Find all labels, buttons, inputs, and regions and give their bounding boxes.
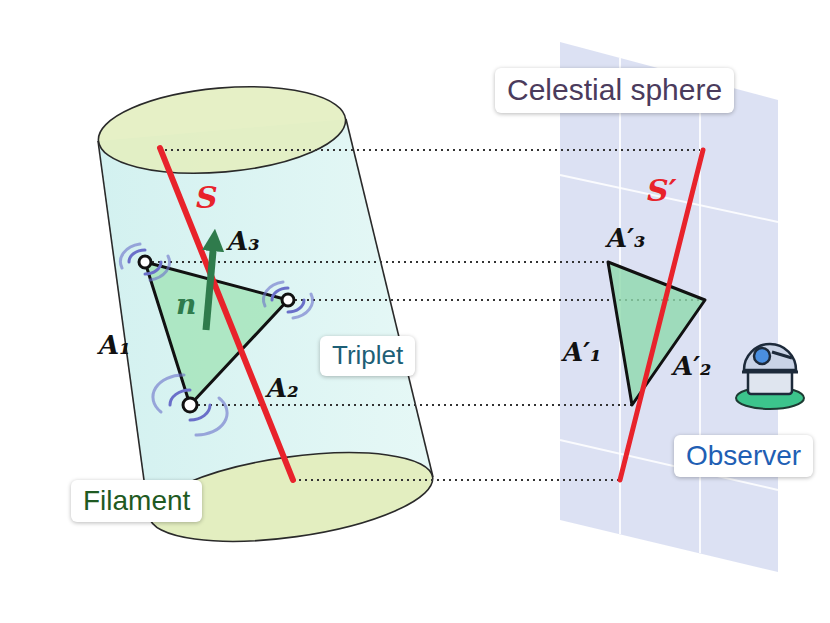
normal-vector <box>206 240 214 330</box>
plane-title-box: Celestial sphere <box>495 68 734 113</box>
side-label: A₃ <box>228 227 260 256</box>
normal-label: n <box>176 290 196 321</box>
spine-label: S′ <box>647 174 677 207</box>
node-text: Triplet <box>332 341 403 371</box>
filament-tag: Filament <box>71 480 202 522</box>
node-text: Celestial sphere <box>507 73 722 108</box>
side-label: A′₃ <box>607 224 645 253</box>
side-label: A′₁ <box>563 338 601 367</box>
spine-label: S <box>196 181 218 214</box>
observer-tag: Observer <box>674 435 813 477</box>
side-label: A₂ <box>267 374 299 403</box>
side-label: A₁ <box>99 331 131 360</box>
side-label: A′₂ <box>673 352 711 381</box>
node-text: Observer <box>686 440 801 472</box>
projected-spine <box>620 150 703 480</box>
triplet-tag: Triplet <box>320 336 415 376</box>
celestial-plane <box>560 42 778 572</box>
node-text: Filament <box>83 485 190 517</box>
telescope-icon <box>736 344 804 409</box>
filament-spine <box>160 148 293 480</box>
galaxy-symbols <box>120 244 312 435</box>
